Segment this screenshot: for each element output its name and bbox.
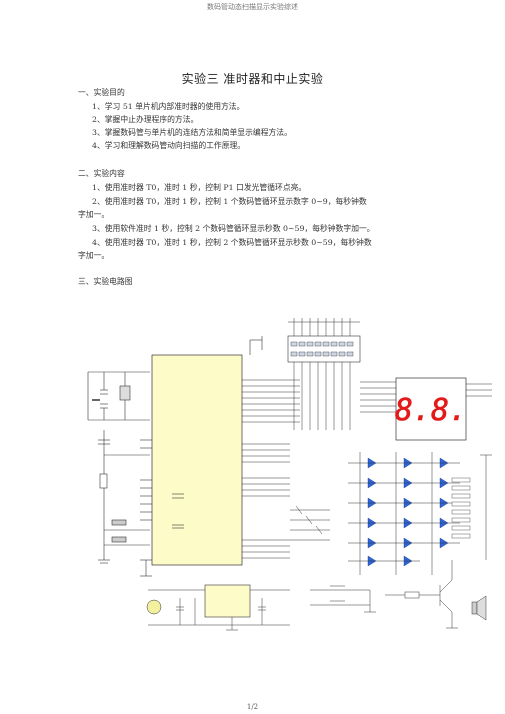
seven-segment-display: 8.8. bbox=[395, 393, 467, 428]
content-item: 1、使用准时器 T0，准时 1 秒，控制 P1 口发光管循环点亮。 bbox=[92, 183, 307, 192]
section-heading-content: 二、实验内容 bbox=[78, 169, 125, 178]
content-item-continued: 字加一。 bbox=[78, 251, 110, 260]
content-item: 4、使用准时器 T0，准时 1 秒，控制 2 个数码管循环显示秒数 0~59，每… bbox=[92, 238, 372, 247]
page-header: 数码管动态扫描显示实验综述 bbox=[207, 3, 298, 11]
content-item: 3、使用软件准时 1 秒，控制 2 个数码管循环显示秒数 0~59，每秒钟数字加… bbox=[92, 224, 375, 233]
purpose-item: 4、学习和理解数码管动向扫描的工作原理。 bbox=[92, 141, 246, 150]
page-title: 实验三 准时器和中止实验 bbox=[181, 72, 324, 86]
content-item: 2、使用准时器 T0，准时 1 秒，控制 1 个数码管循环显示数字 0~9，每秒… bbox=[92, 197, 367, 206]
purpose-item: 1、学习 51 单片机内部准时器的使用方法。 bbox=[92, 102, 245, 111]
page-number: 1/2 bbox=[246, 703, 259, 711]
content-item-continued: 字加一。 bbox=[78, 210, 110, 219]
purpose-item: 2、掌握中止办理程序的方法。 bbox=[92, 115, 199, 124]
purpose-item: 3、掌握数码管与单片机的连结方法和简单显示编程方法。 bbox=[92, 128, 292, 137]
section-heading-purpose: 一、实验目的 bbox=[78, 88, 125, 97]
section-heading-circuit: 三、实验电路图 bbox=[78, 277, 133, 286]
